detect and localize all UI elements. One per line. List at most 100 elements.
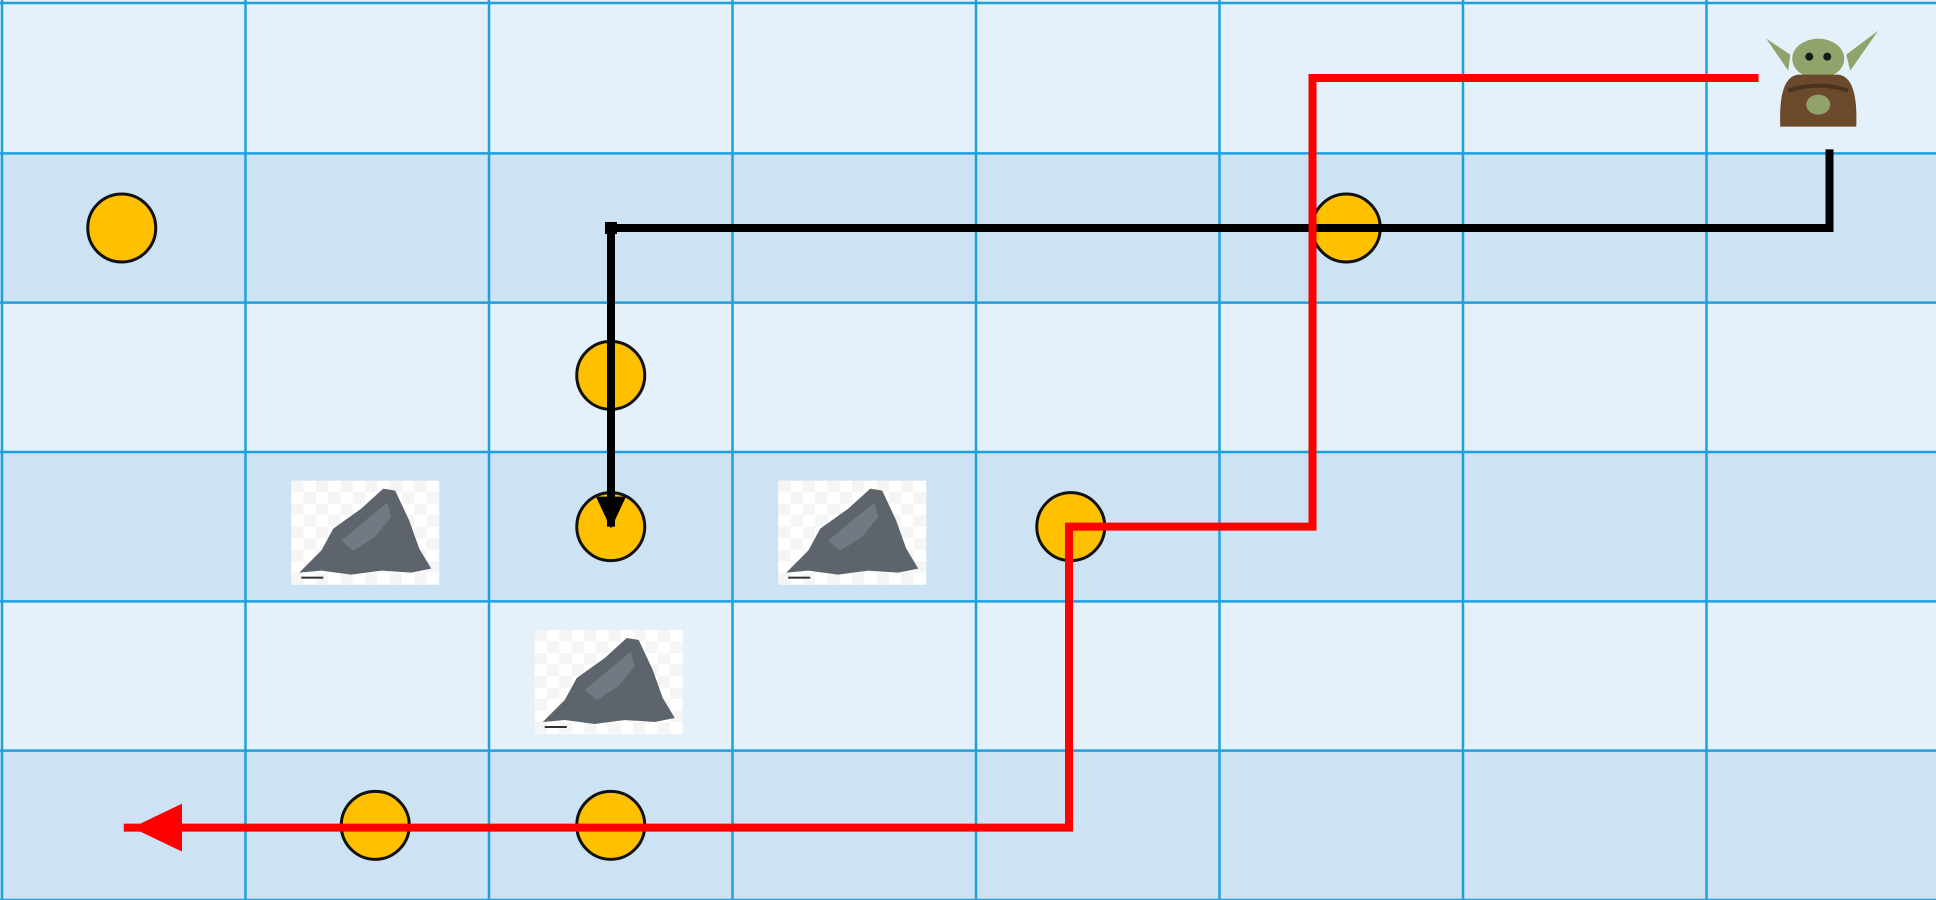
character-ear-left (1766, 38, 1791, 71)
rock-checker-tile (790, 492, 803, 504)
rock-checker-tile (657, 722, 671, 734)
rock-checker-tile (852, 572, 865, 585)
rock-highlight (828, 502, 879, 551)
rock-checker-tile (340, 503, 353, 516)
character-hands (1806, 94, 1831, 115)
rock-caption-mark (788, 576, 811, 579)
rock-checker-tile (291, 572, 304, 585)
rock-checker-tile (414, 480, 427, 493)
red-path (123, 74, 1759, 852)
rock-checker-tile (901, 526, 914, 539)
rock-checker-tile (670, 641, 683, 653)
rock-checker-tile (827, 503, 840, 516)
black-path-corner (605, 222, 617, 234)
rock-checker-tile (852, 480, 865, 493)
movement-paths (123, 74, 1834, 852)
rock-checker-tile (596, 641, 609, 653)
rock-obstacles (291, 480, 927, 734)
rock-caption-mark (301, 576, 324, 579)
character-collar (1787, 83, 1849, 93)
rock-checker-tile (571, 641, 584, 653)
rock-checker-tile (901, 480, 914, 493)
rock-icon (291, 480, 440, 585)
rock-checker-tile (547, 641, 560, 653)
rock-checker-tile (657, 630, 671, 642)
rock-checker-tile (633, 630, 646, 642)
rock-checker-tile (291, 480, 304, 493)
rock-checker-tile (670, 664, 683, 676)
rock-checker-tile (547, 687, 560, 699)
rock-checker-tile (608, 722, 621, 734)
rock-checker-tile (291, 549, 304, 562)
rock-checker-tile (913, 561, 926, 573)
rock-checker-tile (291, 503, 304, 516)
rock-caption-mark (544, 726, 567, 728)
rock-checker-tile (876, 480, 889, 493)
rock-checker-tile (401, 492, 415, 504)
rock-checker-tile (778, 503, 791, 516)
rock-checker-tile (414, 526, 427, 539)
rock-checker-tile (559, 653, 572, 665)
rock-checker-tile (802, 503, 816, 516)
rock-checker-tile (670, 687, 683, 699)
rock-checker-tile (414, 503, 427, 516)
rock-checker-tile (790, 538, 803, 550)
rock-checker-tile (802, 480, 816, 493)
rock-checker-tile (901, 572, 914, 585)
rock-checker-tile (352, 492, 366, 504)
rock-checker-tile (291, 526, 304, 539)
rock-checker-tile (534, 722, 548, 734)
rock-checker-tile (583, 722, 597, 734)
rock-checker-tile (913, 515, 926, 527)
rock-checker-tile (827, 480, 840, 493)
rock-checker-tile (657, 653, 671, 665)
rock-checker-tile (913, 538, 926, 550)
rock-checker-tile (583, 630, 597, 642)
rock-checker-tile (645, 641, 658, 653)
rock-checker-tile (426, 492, 439, 504)
rock-checker-tile (839, 492, 853, 504)
rock-checker-tile (778, 572, 791, 585)
rock-checker-tile (315, 503, 329, 516)
rock-checker-tile (534, 630, 548, 642)
red-path-line (123, 74, 1759, 832)
board-row (0, 302, 1936, 453)
rock-checker-tile (901, 503, 914, 516)
rock-checker-tile (547, 664, 560, 676)
rock-checker-tile (670, 710, 683, 722)
coin-icon (86, 192, 158, 264)
rock-highlight (341, 502, 392, 551)
rock-checker-tile (778, 549, 791, 562)
rock-checker-tile (657, 676, 671, 688)
rock-checker-tile (571, 664, 584, 676)
rock-checker-tile (389, 572, 402, 585)
rock-checker-tile (340, 480, 353, 493)
rock-checker-tile (389, 480, 402, 493)
rock-checker-tile (315, 526, 329, 539)
rock-checker-tile (365, 572, 378, 585)
rock-checker-tile (426, 515, 439, 527)
rock-checker-tile (802, 526, 816, 539)
rock-checker-tile (426, 538, 439, 550)
rock-checker-tile (559, 676, 572, 688)
rock-checker-tile (790, 515, 803, 527)
red-path-arrowhead (132, 803, 182, 852)
rock-checker-tile (815, 492, 828, 504)
rock-checker-tile (827, 572, 840, 585)
board-row (0, 452, 1936, 603)
rock-checker-tile (328, 515, 341, 527)
rock-checker-tile (303, 515, 316, 527)
rock-checker-tile (559, 630, 572, 642)
black-path (596, 149, 1834, 529)
rock-icon (534, 630, 683, 734)
rock-icon (778, 480, 927, 585)
black-path-arrowhead (596, 496, 626, 529)
rock-checker-tile (534, 699, 548, 711)
rock-checker-tile (328, 492, 341, 504)
character-head (1792, 38, 1845, 79)
character-eye-right (1823, 52, 1832, 61)
rock-checker-tile (534, 653, 548, 665)
